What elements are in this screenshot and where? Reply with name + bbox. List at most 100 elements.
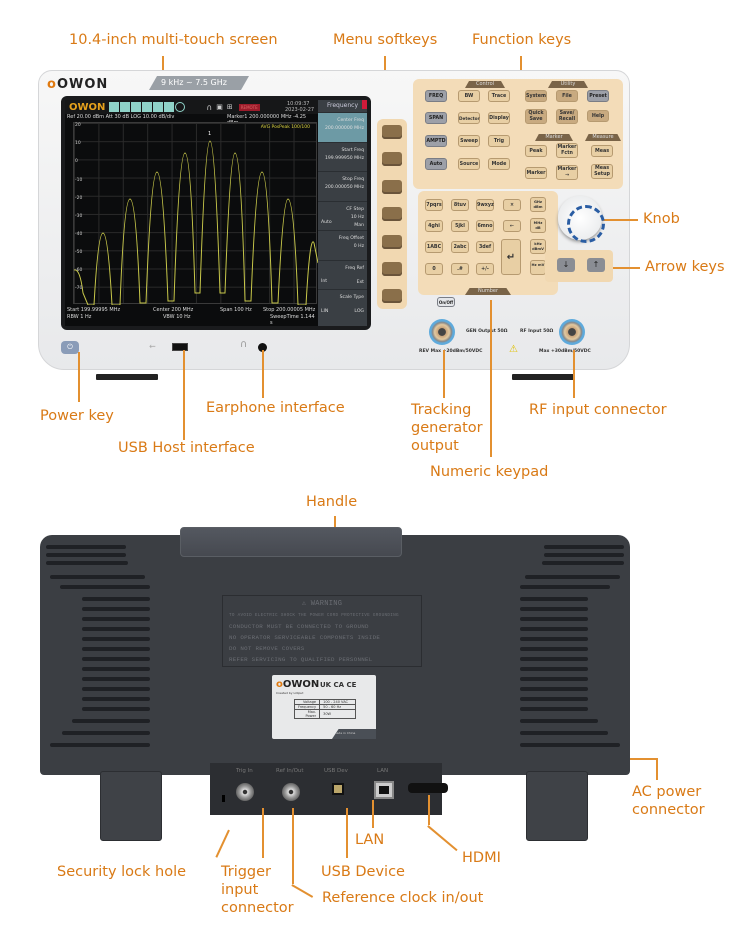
softkey-4[interactable]: [382, 207, 402, 221]
spectrum-plot[interactable]: AVG PosPeak 100/100 1 20 10 0 -10 -20 -3…: [73, 122, 318, 305]
toolbar-icon[interactable]: [153, 102, 164, 112]
key-unit-ghz[interactable]: GHz dBm: [530, 197, 546, 212]
arrow-up-key[interactable]: ↑: [587, 258, 605, 272]
y-tick: -70: [75, 286, 83, 291]
key-detector[interactable]: Detector: [458, 112, 480, 124]
key-2[interactable]: 2abc: [451, 241, 469, 253]
key-source[interactable]: Source: [458, 158, 480, 170]
softkey-1[interactable]: [382, 125, 402, 139]
security-lock-hole[interactable]: [222, 795, 225, 802]
toolbar-icon[interactable]: [142, 102, 153, 112]
key-unit-khz[interactable]: kHz dBmV: [530, 239, 546, 254]
carry-handle[interactable]: [180, 527, 402, 557]
front-foot-right: [512, 374, 574, 380]
key-5[interactable]: 5jkl: [451, 220, 469, 232]
key-plus-minus[interactable]: +/-: [476, 263, 494, 275]
screen-footer: Start 199.99995 MHz Center 200 MHz Span …: [65, 305, 318, 326]
softkey-6[interactable]: [382, 262, 402, 276]
key-peak[interactable]: Peak: [525, 145, 547, 157]
freq-range-tag: 9 kHz ~ 7.5 GHz: [149, 76, 249, 90]
clock-date: 2023-02-27: [285, 107, 315, 113]
ref-level-info: Ref 20.00 dBm Att 30 dB LOG 10.00 dB/div: [67, 114, 175, 120]
trigger-in-bnc[interactable]: [236, 783, 254, 801]
earphone-jack[interactable]: [258, 343, 267, 352]
ac-power-connector[interactable]: [632, 735, 636, 755]
toolbar-icon[interactable]: [164, 102, 175, 112]
key-sweep[interactable]: Sweep: [458, 135, 480, 147]
key-file[interactable]: File: [556, 90, 578, 102]
softkey-7[interactable]: [382, 289, 402, 303]
gen-on-off-key[interactable]: On/Off: [437, 297, 455, 307]
vent-slot: [50, 575, 145, 579]
key-9[interactable]: 9wxyz: [476, 199, 494, 211]
key-0[interactable]: 0: [425, 263, 443, 275]
touch-screen[interactable]: OWON ∩ ▣ ⊞ REMOTE 10:09:37 2023-02-27 Re…: [65, 100, 367, 326]
softkey-5[interactable]: [382, 235, 402, 249]
sweep-time: SweepTime 1.144 s: [270, 314, 315, 326]
key-auto[interactable]: Auto: [425, 158, 447, 170]
key-bw[interactable]: BW: [458, 90, 480, 102]
key-help[interactable]: Help: [587, 110, 609, 122]
key-preset[interactable]: Preset: [587, 90, 609, 102]
warning-line: TO AVOID ELECTRIC SHOCK THE POWER CORD P…: [229, 613, 399, 618]
key-4[interactable]: 4ghi: [425, 220, 443, 232]
key-meas[interactable]: Meas: [591, 145, 613, 157]
knob[interactable]: [558, 196, 605, 243]
key-trig[interactable]: Trig: [488, 135, 510, 147]
search-icon[interactable]: [175, 102, 186, 112]
key-dot[interactable]: .#: [451, 263, 469, 275]
key-mode[interactable]: Mode: [488, 158, 510, 170]
callout-security-lock: Security lock hole: [57, 864, 187, 880]
key-6[interactable]: 6mno: [476, 220, 494, 232]
key-unit-mhz[interactable]: MHz dB: [530, 218, 546, 233]
toolbar-icon[interactable]: [120, 102, 131, 112]
leader-line: [427, 825, 458, 851]
key-3[interactable]: 3def: [476, 241, 494, 253]
key-amptd[interactable]: AMPTD: [425, 135, 447, 147]
toolbar-icon[interactable]: [131, 102, 142, 112]
key-save-recall[interactable]: Save/ Recall: [556, 109, 578, 124]
softkey-3[interactable]: [382, 180, 402, 194]
softkey-2[interactable]: [382, 152, 402, 166]
ref-clock-bnc[interactable]: [282, 783, 300, 801]
network-icon: ⊞: [226, 103, 233, 111]
port-label: USB Dev: [324, 768, 348, 774]
callout-handle: Handle: [306, 494, 358, 510]
key-enter[interactable]: ↵: [501, 239, 521, 275]
key-1[interactable]: 1ABC: [425, 241, 443, 253]
key-marker-to[interactable]: Marker →: [556, 165, 578, 180]
gen-output-connector[interactable]: [429, 319, 455, 345]
usb-device-port[interactable]: [332, 783, 344, 795]
key-display[interactable]: Display: [488, 112, 510, 124]
key-span[interactable]: SPAN: [425, 112, 447, 124]
key-7[interactable]: 7pqrs: [425, 199, 443, 211]
key-freq[interactable]: FREQ: [425, 90, 447, 102]
key-trace[interactable]: Trace: [488, 90, 510, 102]
key-quick-save[interactable]: Quick Save: [525, 109, 547, 124]
clock-time: 10:09:37: [287, 101, 310, 107]
key-marker-fctn[interactable]: Marker Fctn: [556, 143, 578, 158]
toolbar-icon[interactable]: [109, 102, 120, 112]
lan-port[interactable]: [374, 781, 394, 799]
key-system[interactable]: System: [525, 90, 547, 102]
key-marker[interactable]: Marker: [525, 167, 547, 179]
key-clear[interactable]: ×: [503, 199, 521, 211]
hdmi-port[interactable]: [408, 783, 448, 793]
key-unit-hz[interactable]: Hz mV: [530, 260, 546, 275]
port-label: Trig In: [236, 768, 253, 774]
key-meas-setup[interactable]: Meas Setup: [591, 164, 613, 179]
rf-input-connector[interactable]: [559, 319, 585, 345]
usb-host-port[interactable]: [172, 343, 188, 351]
vent-slot: [520, 677, 588, 681]
key-backspace[interactable]: ←: [503, 220, 521, 232]
key-8[interactable]: 8tuv: [451, 199, 469, 211]
arrow-down-key[interactable]: ↓: [557, 258, 575, 272]
power-key[interactable]: ⏻: [61, 341, 79, 354]
